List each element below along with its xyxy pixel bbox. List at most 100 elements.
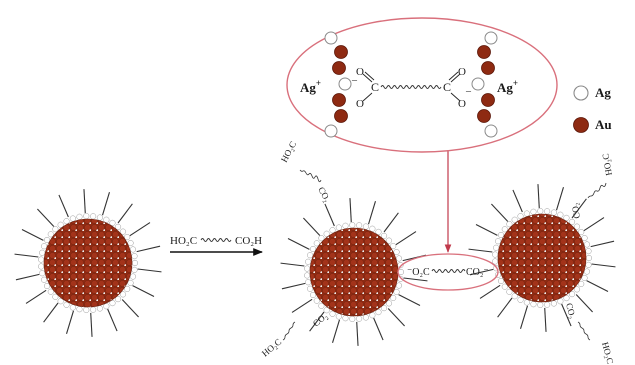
inset-left-carboxylate: O O C – — [351, 66, 379, 110]
ag-atom — [492, 251, 499, 258]
ag-atom — [124, 285, 131, 292]
ag-atom — [52, 293, 59, 300]
ag-atom — [362, 223, 369, 230]
ag-atom — [497, 277, 505, 285]
ag-atom — [381, 305, 388, 312]
ag-atom — [309, 245, 317, 253]
ag-atom — [342, 222, 349, 229]
ag-atom — [569, 218, 576, 225]
ligand-line — [497, 297, 513, 318]
ag-atom — [131, 266, 138, 273]
ag-atom — [583, 268, 591, 275]
ag-atom — [109, 300, 116, 307]
ag-atom — [129, 273, 137, 280]
ligand-line — [101, 192, 111, 216]
bond-line — [450, 73, 461, 83]
ligand-line — [25, 289, 47, 304]
inset-ellipse — [286, 17, 558, 153]
ag-atom — [530, 301, 537, 308]
ag-atom — [375, 228, 382, 235]
ligand-line — [512, 189, 523, 213]
ag-atom — [569, 291, 576, 298]
ligand-line — [591, 263, 616, 268]
ag-atom — [563, 295, 570, 302]
ligand-line — [121, 299, 139, 318]
ligand-line — [469, 268, 494, 276]
ag-atom — [493, 244, 500, 251]
ligand-hooc-label: HO₂C — [600, 341, 615, 365]
ag-atom — [131, 253, 138, 260]
ag-atom — [304, 272, 311, 279]
ligand-line — [331, 319, 341, 343]
ag-atom — [109, 219, 116, 226]
ag-atom — [43, 282, 51, 290]
oxygen-atom-label: O — [458, 66, 466, 78]
au-atom — [481, 93, 495, 107]
ligand-line — [281, 282, 306, 290]
ag-atom — [342, 315, 349, 322]
oxygen-atom-label: O — [356, 98, 364, 110]
ag-atom — [581, 235, 588, 242]
ag-atom — [90, 306, 97, 313]
ag-atom — [544, 301, 551, 308]
ligand-line — [590, 240, 615, 248]
ag-atom — [585, 248, 592, 255]
reagent-squiggle — [200, 238, 232, 242]
dimer-nanoparticle-right — [468, 184, 616, 332]
legend-ag-label: Ag — [595, 85, 611, 100]
ag-atom — [497, 231, 505, 239]
ag-atom — [393, 249, 400, 256]
inset-alkyl-chain — [380, 85, 442, 89]
ag-atom — [517, 296, 524, 303]
au-atom — [334, 45, 348, 59]
ligand-line — [309, 311, 325, 332]
legend: Ag Au — [573, 85, 612, 133]
ag-atom — [115, 223, 122, 230]
dimer-nanoparticle-left — [280, 198, 428, 346]
ligand-co2-label: CO₂ — [564, 302, 578, 320]
ligand-line — [14, 253, 39, 258]
ag-atom — [103, 303, 110, 310]
ligand-line — [132, 285, 155, 297]
junction-ellipse — [397, 253, 499, 291]
ligand-line — [356, 321, 359, 346]
binding-inset: Ag+ Ag+ O O C – C O O – — [286, 17, 558, 153]
reagent-right-label: CO₂H — [235, 235, 262, 247]
ag-atom — [578, 229, 585, 236]
ag-atom — [349, 315, 356, 323]
ag-atom — [127, 240, 134, 247]
ligand-line — [83, 189, 86, 214]
ag-atom — [329, 310, 336, 317]
ag-atom — [39, 270, 46, 277]
ag-atom — [484, 124, 498, 138]
ag-atom — [385, 300, 393, 307]
inset-right-carboxylate: C O O – — [443, 66, 472, 110]
ag-atom — [115, 296, 122, 303]
ag-atom — [323, 230, 330, 237]
inset-ag-ion-left: Ag+ — [300, 78, 321, 95]
ligand-line — [291, 298, 313, 313]
ag-atom — [390, 294, 397, 301]
ag-atom — [47, 288, 54, 295]
legend-au-swatch — [573, 117, 589, 133]
ligand-line — [586, 280, 609, 292]
ligand-hooc-label: HO₂C — [600, 153, 614, 177]
ag-atom — [484, 31, 498, 45]
au-atom — [332, 93, 346, 107]
ag-atom — [375, 309, 382, 316]
ligand-line — [468, 248, 493, 253]
ag-atom — [523, 299, 530, 306]
carbon-atom-label: C — [371, 80, 379, 94]
bond-line — [364, 71, 375, 81]
ag-atom — [585, 261, 592, 268]
ligand-line — [129, 222, 151, 237]
ag-atom — [39, 249, 46, 256]
ag-atom — [69, 215, 76, 222]
ag-atom — [578, 280, 585, 287]
ag-atom — [76, 306, 83, 313]
ag-atom — [395, 282, 403, 289]
reagent-left-label: HO₂C — [170, 235, 197, 247]
ag-atom — [573, 286, 581, 293]
ag-atom — [369, 225, 376, 232]
oxygen-atom-label: O — [458, 98, 466, 110]
